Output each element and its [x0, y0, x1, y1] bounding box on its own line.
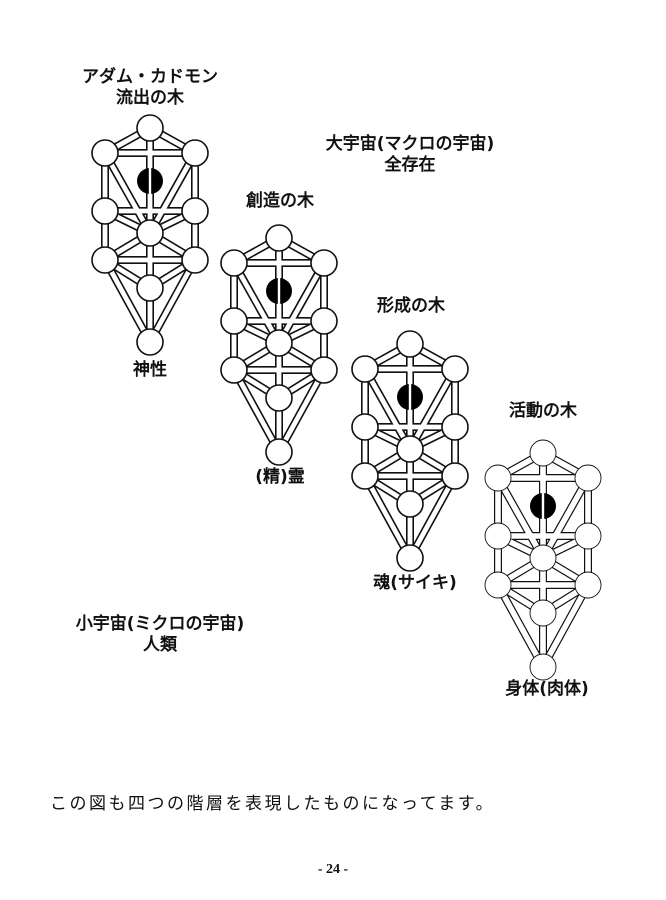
sephirah-circle: [136, 274, 164, 302]
sephirah-circle: [136, 114, 164, 142]
microcosm-label: 小宇宙(ミクロの宇宙) 人類: [45, 614, 275, 656]
sephirah-circle: [265, 384, 293, 412]
sephirah-circle: [310, 249, 338, 277]
path-inner: [407, 367, 458, 451]
path-inner: [276, 368, 327, 454]
sephirah-circle: [396, 544, 424, 572]
path-inner: [102, 151, 153, 235]
sephirah-circle: [529, 653, 557, 681]
sephirah-circle: [574, 464, 602, 492]
sephirah-circle: [91, 197, 119, 225]
sephirah-circle: [265, 224, 293, 252]
formation-tree-label: 形成の木: [377, 296, 445, 316]
sephirah-circle: [484, 571, 512, 599]
sephirah-circle: [351, 355, 379, 383]
sephirah-circle: [484, 522, 512, 550]
sephirah-circle: [265, 329, 293, 357]
sephirah-circle: [396, 490, 424, 518]
page-number: - 24 -: [317, 862, 349, 877]
soul-label: 魂(サイキ): [373, 573, 457, 593]
sephirah-circle: [574, 571, 602, 599]
sephirah-circle: [310, 356, 338, 384]
all-existence-title: 全存在: [384, 155, 436, 175]
path-inner: [147, 258, 198, 344]
creation-tree-label: 創造の木: [246, 191, 314, 211]
sephirah-circle: [136, 219, 164, 247]
macrocosm-title: 大宇宙(マクロの宇宙): [325, 134, 495, 154]
sephirah-circle: [441, 413, 469, 441]
path-inner: [362, 474, 413, 560]
path-inner: [540, 583, 591, 669]
sephirah-circle: [181, 246, 209, 274]
sephirah-circle: [91, 139, 119, 167]
path-inner: [102, 258, 153, 344]
tree-formation: [351, 330, 469, 572]
path-inner: [231, 261, 282, 345]
emanation-tree-title: 流出の木: [116, 88, 184, 108]
sephirah-circle: [181, 197, 209, 225]
body-label: 身体(肉体): [505, 679, 589, 699]
path-inner: [147, 151, 198, 235]
path-inner: [362, 367, 413, 451]
path-inner: [276, 261, 327, 345]
sephirah-circle: [351, 462, 379, 490]
sephirah-circle: [441, 355, 469, 383]
tree-creation: [220, 224, 338, 466]
sephirah-circle: [396, 330, 424, 358]
action-tree-label: 活動の木: [509, 401, 577, 421]
sephirah-circle: [220, 307, 248, 335]
sephirah-circle: [529, 599, 557, 627]
sephirah-circle: [484, 464, 512, 492]
sephirah-circle: [220, 249, 248, 277]
sephirah-circle: [310, 307, 338, 335]
tree-emanation: [91, 114, 209, 356]
sephirah-circle: [574, 522, 602, 550]
sephirah-circle: [181, 139, 209, 167]
spirit-label: (精)霊: [255, 467, 305, 487]
sephirah-circle: [529, 544, 557, 572]
path-inner: [407, 474, 458, 560]
path-inner: [540, 476, 591, 560]
adam-kadmon-title: アダム・カドモン: [82, 67, 218, 87]
divinity-label: 神性: [133, 360, 167, 380]
path-inner: [231, 368, 282, 454]
sephirah-circle: [441, 462, 469, 490]
page-caption: この図も四つの階層を表現したものになってます。: [50, 794, 496, 814]
tree-action: [484, 439, 602, 681]
microcosm-title: 小宇宙(ミクロの宇宙): [75, 614, 245, 634]
adam-kadmon-label: アダム・カドモン 流出の木: [70, 67, 230, 109]
sephirah-circle: [265, 438, 293, 466]
sephirah-circle: [220, 356, 248, 384]
path-inner: [495, 583, 546, 669]
sephirah-circle: [136, 328, 164, 356]
humanity-title: 人類: [143, 635, 177, 655]
sephirah-circle: [529, 439, 557, 467]
sephirah-circle: [351, 413, 379, 441]
sephirah-circle: [396, 435, 424, 463]
path-inner: [495, 476, 546, 560]
sephirah-circle: [91, 246, 119, 274]
macrocosm-label: 大宇宙(マクロの宇宙) 全存在: [300, 134, 520, 176]
